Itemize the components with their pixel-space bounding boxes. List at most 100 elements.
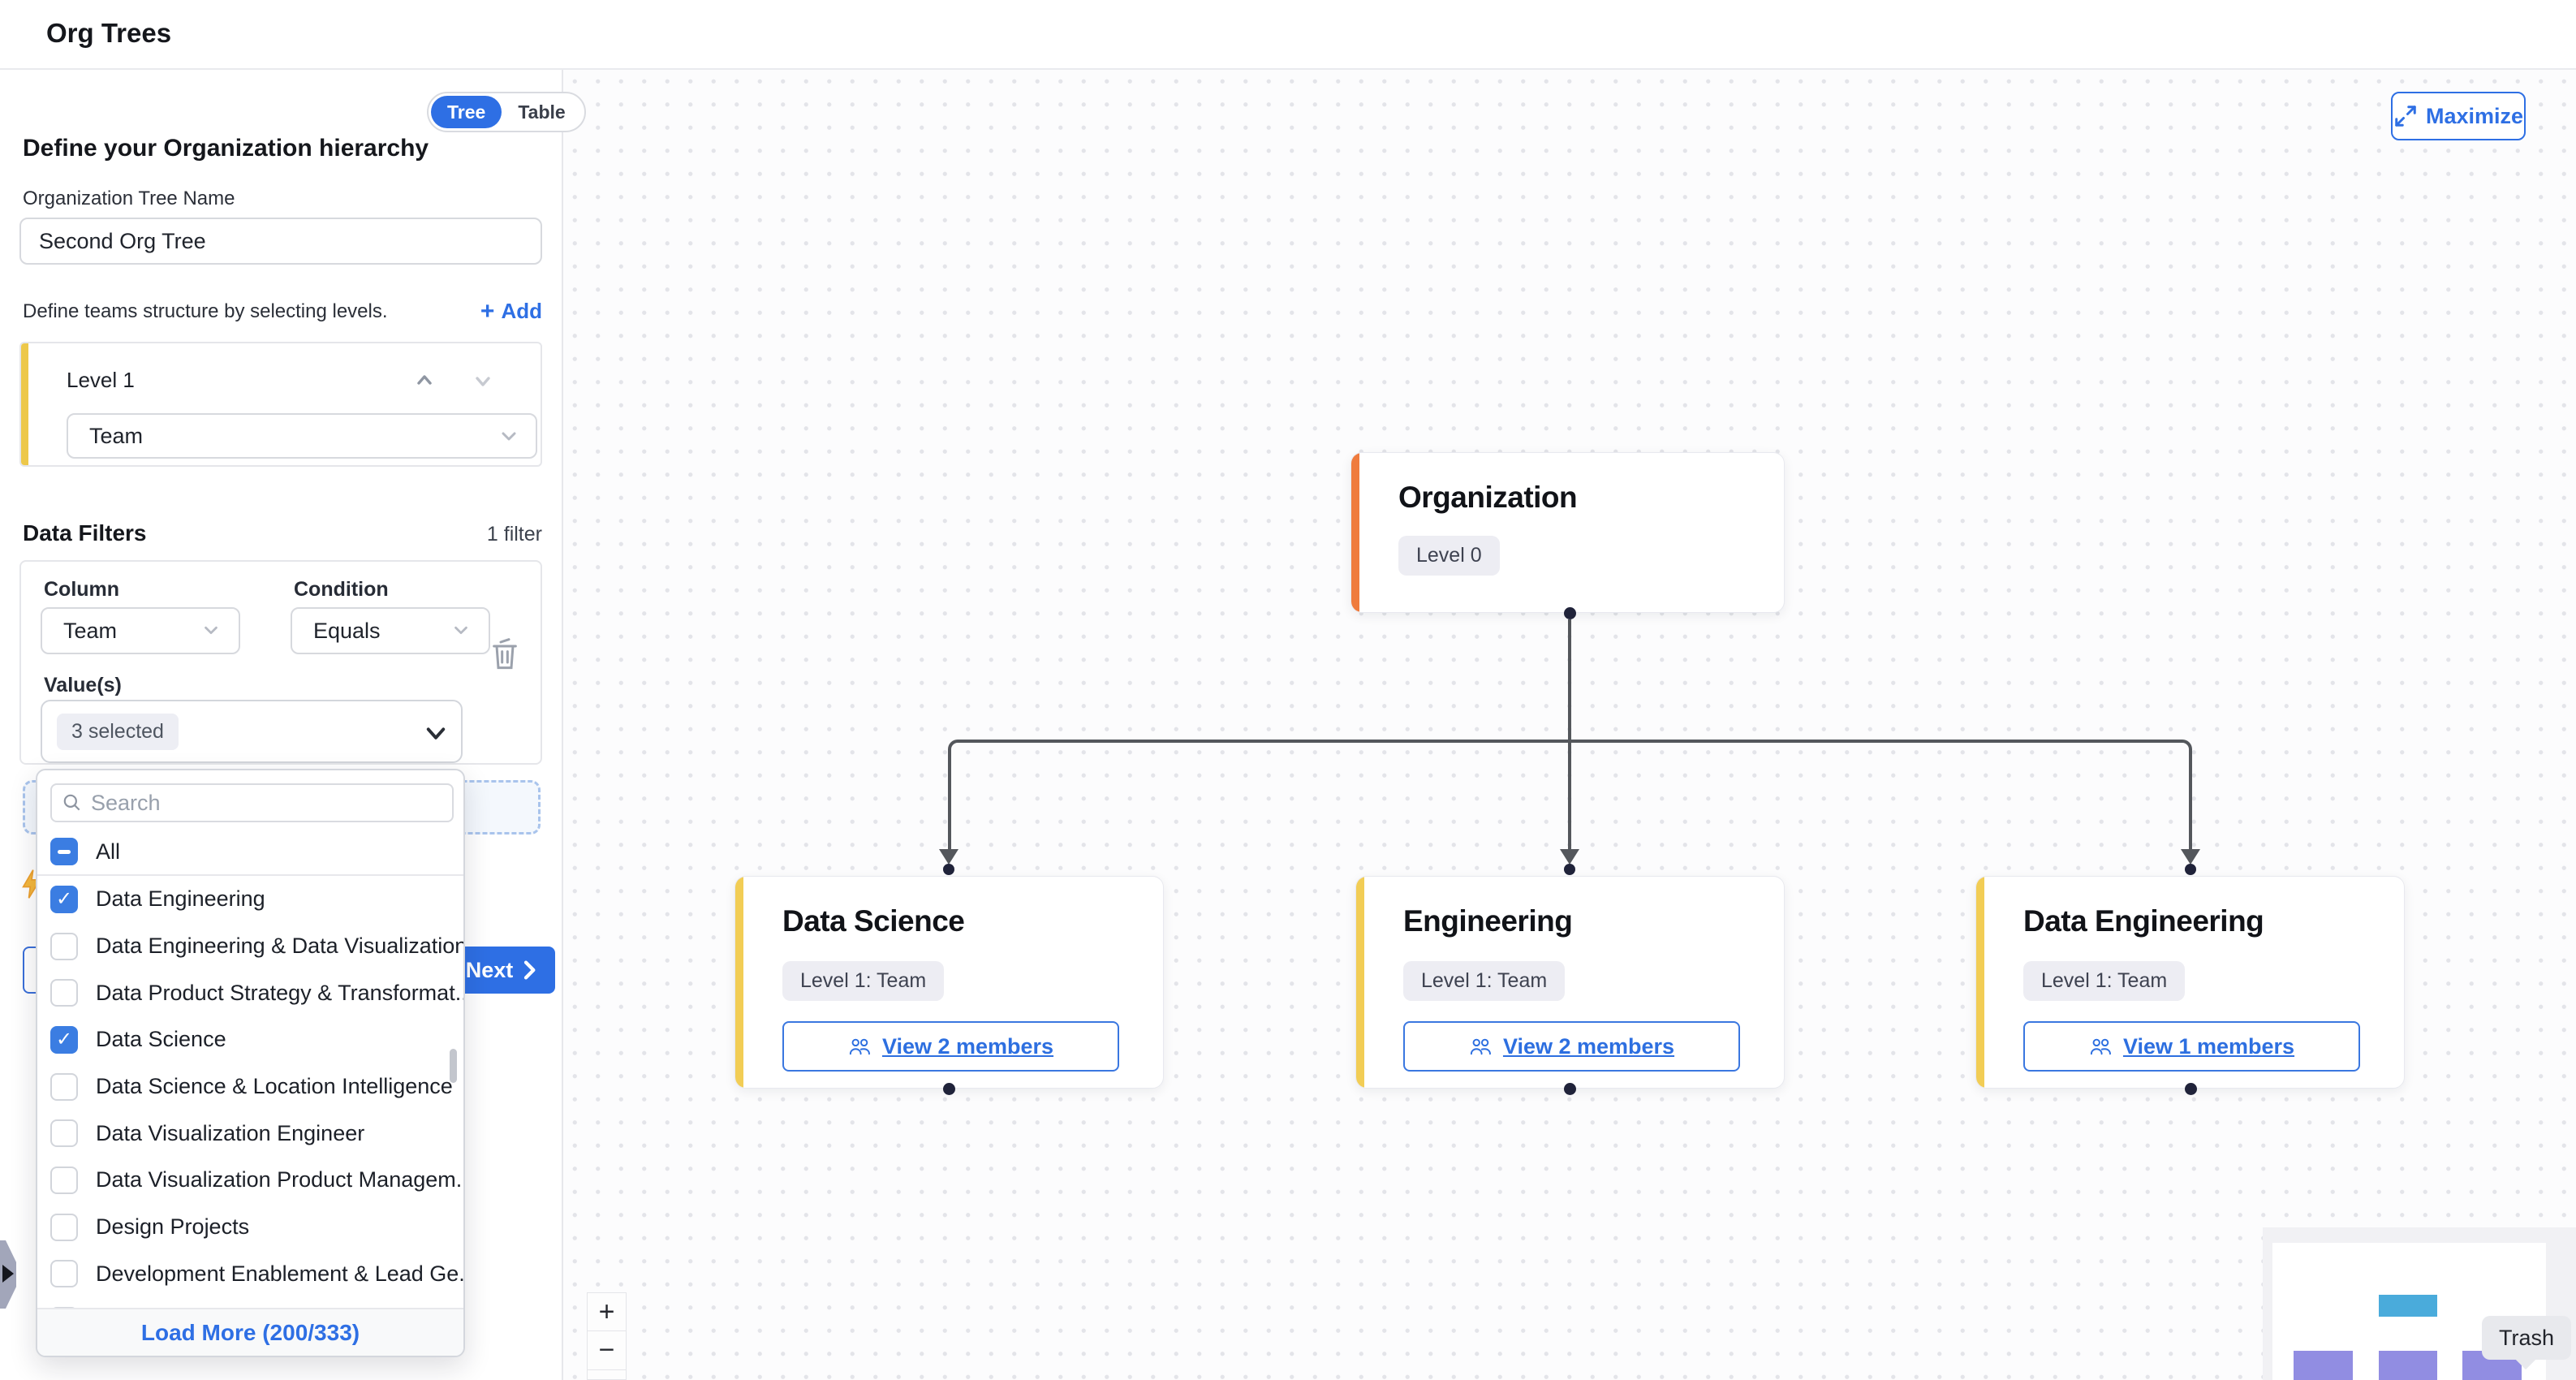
members-icon xyxy=(2090,1038,2111,1055)
connection-handle[interactable] xyxy=(1564,1083,1576,1095)
list-item[interactable]: Data Science xyxy=(37,1016,463,1063)
next-button[interactable]: Next xyxy=(448,947,555,994)
org-chart-canvas[interactable]: Maximize Organization Level 0 Data Scien… xyxy=(563,70,2576,1380)
list-item[interactable]: Development Enablement & Lead Ge... xyxy=(37,1251,463,1298)
org-node-engineering[interactable]: Engineering Level 1: Team View 2 members xyxy=(1355,876,1785,1089)
column-label: Column xyxy=(44,578,120,601)
maximize-button[interactable]: Maximize xyxy=(2391,92,2526,140)
minimap-child-node xyxy=(2379,1351,2437,1380)
dropdown-search[interactable] xyxy=(50,783,454,822)
checkbox[interactable] xyxy=(50,1213,78,1241)
checkbox[interactable] xyxy=(50,1260,78,1288)
chevron-down-icon xyxy=(451,620,472,641)
connector-line xyxy=(1568,619,1571,741)
node-accent-bar xyxy=(1356,877,1364,1088)
view-members-button[interactable]: View 2 members xyxy=(1403,1021,1740,1072)
select-all-label: All xyxy=(96,839,121,864)
connection-handle[interactable] xyxy=(2185,1083,2197,1095)
connector-line xyxy=(1568,743,1571,858)
list-item[interactable]: Data Visualization Engineer xyxy=(37,1110,463,1157)
connection-handle[interactable] xyxy=(943,864,954,875)
load-more-button[interactable]: Load More (200/333) xyxy=(37,1308,463,1356)
values-label: Value(s) xyxy=(44,674,122,696)
checkbox[interactable] xyxy=(50,1072,78,1101)
tree-name-input[interactable] xyxy=(19,218,542,265)
list-item[interactable]: Data Engineering & Data Visualization xyxy=(37,923,463,970)
list-item[interactable]: Data Engineering xyxy=(37,876,463,923)
list-item[interactable]: Data Product Strategy & Transformat... xyxy=(37,969,463,1016)
zoom-controls: + − xyxy=(587,1292,627,1380)
checkbox[interactable] xyxy=(50,979,78,1007)
divider xyxy=(37,874,463,876)
levels-hint: Define teams structure by selecting leve… xyxy=(23,300,388,322)
level-accent-bar xyxy=(21,343,28,465)
org-node-data-engineering[interactable]: Data Engineering Level 1: Team View 1 me… xyxy=(1975,876,2405,1089)
view-members-button[interactable]: View 2 members xyxy=(782,1021,1119,1072)
select-all-checkbox[interactable] xyxy=(50,838,78,865)
arrowhead-icon xyxy=(1560,849,1579,865)
node-title: Engineering xyxy=(1403,904,1573,938)
minimap-root-node xyxy=(2379,1295,2437,1317)
condition-select[interactable]: Equals xyxy=(291,607,490,654)
level-badge: Level 0 xyxy=(1398,536,1500,576)
condition-label: Condition xyxy=(294,578,389,601)
connection-handle[interactable] xyxy=(943,1083,955,1095)
panel-toggle-handle[interactable] xyxy=(0,1240,16,1309)
connector-rail xyxy=(947,740,2192,858)
hierarchy-panel: Tree Table Define your Organization hier… xyxy=(0,70,586,1380)
level-card: Level 1 Team xyxy=(19,342,542,467)
node-title: Data Engineering xyxy=(2023,904,2264,938)
add-level-button[interactable]: + Add xyxy=(480,297,542,325)
node-title: Organization xyxy=(1398,481,1578,514)
trash-tooltip: Trash xyxy=(2482,1316,2571,1370)
arrowhead-icon xyxy=(2181,849,2200,865)
arrowhead-icon xyxy=(939,849,958,865)
filter-count: 1 filter xyxy=(486,523,542,546)
level-type-select[interactable]: Team xyxy=(67,413,537,459)
chevron-up-icon[interactable] xyxy=(414,369,435,390)
scrollbar-thumb[interactable] xyxy=(450,1049,457,1083)
connection-handle[interactable] xyxy=(2185,864,2196,875)
view-toggle[interactable]: Tree Table xyxy=(427,92,586,132)
panel-heading: Define your Organization hierarchy xyxy=(23,135,429,162)
level-badge: Level 1: Team xyxy=(2023,961,2186,1001)
level-title: Level 1 xyxy=(67,368,135,392)
node-accent-bar xyxy=(1351,453,1359,612)
chevron-right-icon xyxy=(524,960,536,980)
filter-card: Column Condition Team Equals Value(s) xyxy=(19,560,542,765)
connection-handle[interactable] xyxy=(1564,864,1575,875)
checkbox[interactable] xyxy=(50,1119,78,1148)
toggle-tree[interactable]: Tree xyxy=(431,96,502,128)
list-item[interactable]: Data Science & Location Intelligence xyxy=(37,1063,463,1110)
options-list: Data Engineering Data Engineering & Data… xyxy=(37,876,463,1311)
values-select[interactable]: 3 selected xyxy=(41,700,463,763)
page-header: Org Trees xyxy=(0,0,2576,70)
checkbox[interactable] xyxy=(50,885,78,913)
node-accent-bar xyxy=(735,877,743,1088)
list-item[interactable]: Data Visualization Product Managem... xyxy=(37,1157,463,1204)
toggle-table[interactable]: Table xyxy=(518,101,566,123)
checkbox[interactable] xyxy=(50,932,78,960)
chevron-down-icon[interactable] xyxy=(472,371,493,392)
connection-handle[interactable] xyxy=(1563,607,1576,619)
org-node-data-science[interactable]: Data Science Level 1: Team View 2 member… xyxy=(734,876,1164,1089)
members-icon xyxy=(1470,1038,1491,1055)
view-members-button[interactable]: View 1 members xyxy=(2023,1021,2360,1072)
column-select[interactable]: Team xyxy=(41,607,240,654)
zoom-out-button[interactable]: − xyxy=(587,1331,627,1370)
org-node-root[interactable]: Organization Level 0 xyxy=(1350,452,1785,613)
node-accent-bar xyxy=(1976,877,1984,1088)
search-input[interactable] xyxy=(91,790,442,816)
checkbox[interactable] xyxy=(50,1025,78,1054)
values-dropdown: All Data Engineering Data Engineering & … xyxy=(36,769,465,1357)
list-item[interactable]: Design Projects xyxy=(37,1204,463,1251)
chevron-down-icon xyxy=(424,721,446,742)
search-icon xyxy=(63,794,80,811)
delete-filter-icon[interactable] xyxy=(489,636,521,672)
fit-view-button[interactable] xyxy=(587,1370,627,1380)
select-all-row[interactable]: All xyxy=(37,829,463,874)
zoom-in-button[interactable]: + xyxy=(587,1292,627,1331)
page-title: Org Trees xyxy=(46,18,172,48)
expand-icon xyxy=(2395,106,2416,127)
checkbox[interactable] xyxy=(50,1166,78,1194)
